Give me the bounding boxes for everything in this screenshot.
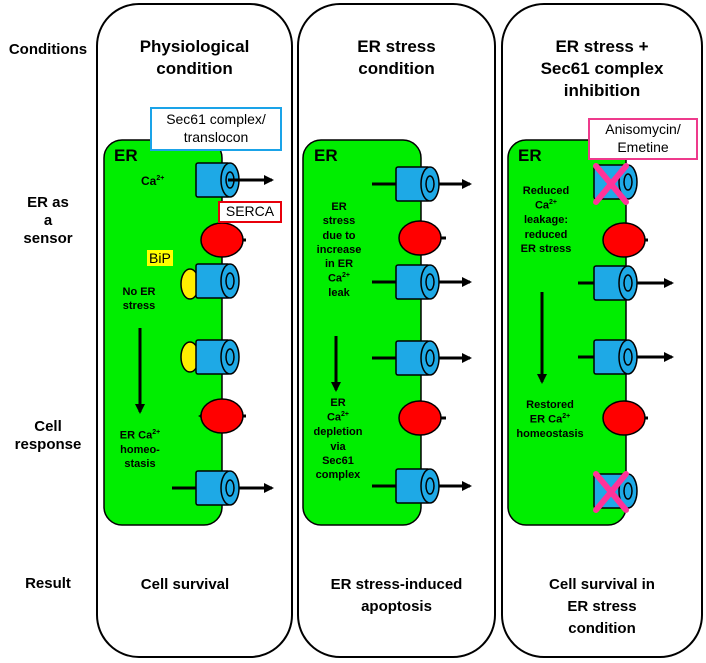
column-title-inhibition: ER stress + Sec61 complex inhibition — [540, 37, 664, 101]
serca-pump-icon — [398, 220, 446, 256]
er-label: ER — [114, 146, 138, 165]
note-no-er-stress: No ER stress — [122, 286, 156, 313]
result-cell-survival: Cell survival — [140, 576, 230, 593]
calcium-label: Ca2+ — [141, 174, 165, 188]
serca-pump-icon — [602, 222, 648, 258]
result-apoptosis: ER stress-induced apoptosis — [330, 576, 463, 615]
sec61-channel-icon — [578, 339, 674, 375]
serca-pump-icon — [398, 400, 446, 436]
sec61-channel-icon — [195, 339, 240, 375]
sec61-channel-icon — [372, 166, 472, 202]
note-er-ca-depletion: ER Ca2+ depletion via Sec61 complex — [313, 397, 363, 482]
row-label-result: Result — [25, 575, 71, 592]
note-er-stress-leak: ER stress due to increase in ER Ca2+ lea… — [316, 201, 362, 300]
row-label-response: Cell response — [14, 418, 82, 453]
column-sec61-inhibition — [501, 3, 703, 658]
note-restored-homeostasis: Restored ER Ca2+ homeostasis — [516, 399, 584, 441]
er-label: ER — [518, 146, 542, 165]
column-title-er-stress: ER stress condition — [357, 37, 436, 79]
sec61-channel-icon — [372, 264, 472, 300]
er-compartment-3 — [507, 139, 627, 526]
serca-pump-icon — [198, 398, 246, 434]
sec61-channel-icon — [195, 263, 240, 299]
sec61-channel-icon — [172, 470, 274, 506]
row-label-conditions: Conditions — [8, 41, 88, 58]
column-physiological — [96, 3, 293, 658]
column-er-stress — [297, 3, 496, 658]
er-compartment-2 — [302, 139, 422, 526]
inhibition-x-icon — [593, 471, 629, 513]
sec61-callout: Sec61 complex/ translocon — [150, 107, 282, 151]
serca-callout: SERCA — [218, 201, 282, 223]
er-label: ER — [314, 146, 338, 165]
row-label-sensor: ER as a sensor — [23, 194, 73, 247]
result-survival-er-stress: Cell survival in ER stress condition — [549, 576, 655, 637]
note-reduced-leakage: Reduced Ca2+ leakage: reduced ER stress — [520, 185, 572, 255]
inhibition-x-icon — [593, 163, 629, 205]
column-title-physiological: Physiological condition — [139, 37, 250, 79]
note-er-ca-homeostasis: ER Ca2+ homeo- stasis — [119, 429, 161, 471]
sec61-channel-icon — [195, 162, 274, 198]
inhibitor-callout: Anisomycin/ Emetine — [588, 118, 698, 160]
bip-label: BiP — [147, 250, 173, 266]
serca-pump-icon — [200, 222, 246, 258]
sec61-channel-icon — [372, 340, 472, 376]
sec61-channel-icon — [578, 265, 674, 301]
serca-pump-icon — [602, 400, 648, 436]
sec61-channel-icon — [372, 468, 472, 504]
